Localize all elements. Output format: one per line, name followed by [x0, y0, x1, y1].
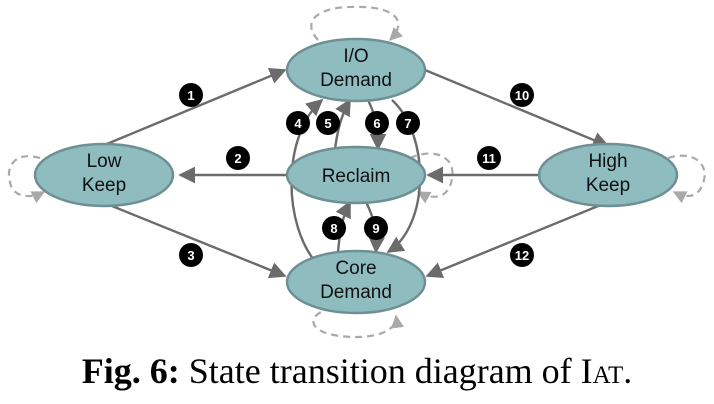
transition-badge-4: 4	[286, 111, 310, 135]
figure-caption: Fig. 6: State transition diagram of Iat.	[0, 346, 714, 396]
self-loop-io-demand	[310, 5, 404, 41]
transition-badge-7-label: 7	[404, 116, 411, 131]
transition-badge-10-label: 10	[515, 88, 529, 103]
transition-badge-3: 3	[179, 243, 203, 267]
state-high-keep-line1: High	[588, 151, 627, 172]
self-loop-core-demand	[312, 306, 405, 339]
transition-badge-11-label: 11	[482, 151, 496, 166]
transition-badge-10: 10	[510, 83, 534, 107]
transition-badge-4-label: 4	[294, 116, 302, 131]
state-transition-diagram: I/O Demand Low Keep Reclaim High Keep Co…	[7, 5, 706, 339]
transition-badge-12: 12	[510, 243, 534, 267]
state-core-demand-line2: Demand	[320, 282, 392, 303]
state-low-keep-line1: Low	[87, 151, 122, 172]
state-core-demand: Core Demand	[285, 249, 427, 315]
transition-badge-2: 2	[226, 146, 250, 170]
transition-badge-1: 1	[179, 83, 203, 107]
transition-badge-3-label: 3	[187, 248, 194, 263]
figure-caption-end: .	[623, 351, 633, 391]
edge-5	[333, 98, 352, 150]
transition-badges: 1 2 3 4 5 6 7 8	[179, 83, 534, 267]
edge-1	[101, 68, 287, 148]
transition-badge-5-label: 5	[324, 116, 331, 131]
state-io-demand-line1: I/O	[343, 46, 368, 67]
self-loop-low-keep	[7, 155, 46, 204]
state-low-keep-line2: Keep	[82, 175, 126, 196]
state-core-demand-line1: Core	[335, 258, 376, 279]
transition-badge-6-label: 6	[373, 116, 380, 131]
states: I/O Demand Low Keep Reclaim High Keep Co…	[33, 37, 679, 315]
transition-badge-8-label: 8	[330, 221, 337, 236]
state-io-demand-line2: Demand	[320, 70, 392, 91]
transition-badge-9-label: 9	[372, 221, 379, 236]
transition-badge-11: 11	[477, 146, 501, 170]
edge-12	[425, 200, 609, 279]
state-high-keep-line2: Keep	[586, 175, 630, 196]
state-high-keep: High Keep	[537, 142, 679, 208]
figure-caption-text: State transition diagram of	[188, 351, 581, 391]
edge-3	[101, 200, 287, 279]
transition-badge-5: 5	[316, 111, 340, 135]
transition-badge-2-label: 2	[234, 151, 241, 166]
self-loops	[7, 5, 706, 339]
transition-badge-9: 9	[364, 216, 388, 240]
figure-caption-system-name: Iat	[580, 351, 624, 391]
state-low-keep: Low Keep	[33, 142, 175, 208]
state-reclaim-line1: Reclaim	[322, 166, 391, 187]
edge-10	[424, 68, 610, 148]
self-loop-high-keep	[667, 154, 706, 204]
transition-badge-7: 7	[396, 111, 420, 135]
self-loop-reclaim	[409, 152, 454, 204]
transition-badge-12-label: 12	[515, 248, 529, 263]
figure-caption-label: Fig. 6:	[81, 351, 180, 391]
transition-badge-8: 8	[322, 216, 346, 240]
state-reclaim: Reclaim	[285, 145, 427, 205]
state-io-demand: I/O Demand	[285, 37, 427, 103]
transition-badge-1-label: 1	[187, 88, 194, 103]
transition-badge-6: 6	[365, 111, 389, 135]
